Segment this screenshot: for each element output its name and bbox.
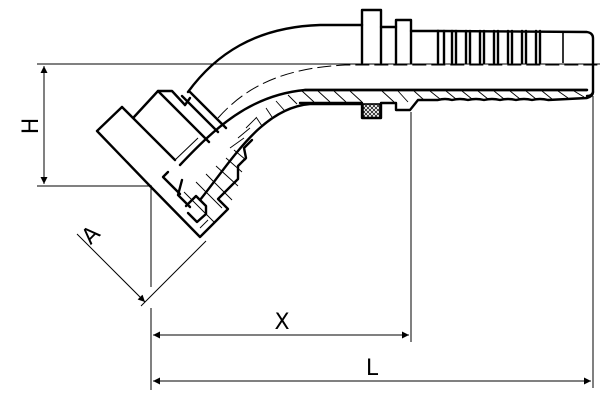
dimension-x: X — [150, 112, 412, 390]
flange-head — [148, 138, 254, 239]
bend-hatching — [229, 117, 257, 149]
dimension-l: L — [153, 96, 594, 388]
serrations — [360, 23, 564, 65]
o-ring-seal — [362, 103, 381, 119]
flange-nut — [95, 89, 228, 188]
wall-hatching — [255, 90, 585, 127]
fitting-body — [95, 8, 600, 239]
dimension-label-h: H — [19, 118, 44, 135]
dimension-label-x: X — [274, 310, 289, 335]
dimension-label-a: A — [77, 221, 105, 249]
dimension-label-l: L — [366, 356, 379, 381]
dimension-h: H — [19, 63, 600, 187]
